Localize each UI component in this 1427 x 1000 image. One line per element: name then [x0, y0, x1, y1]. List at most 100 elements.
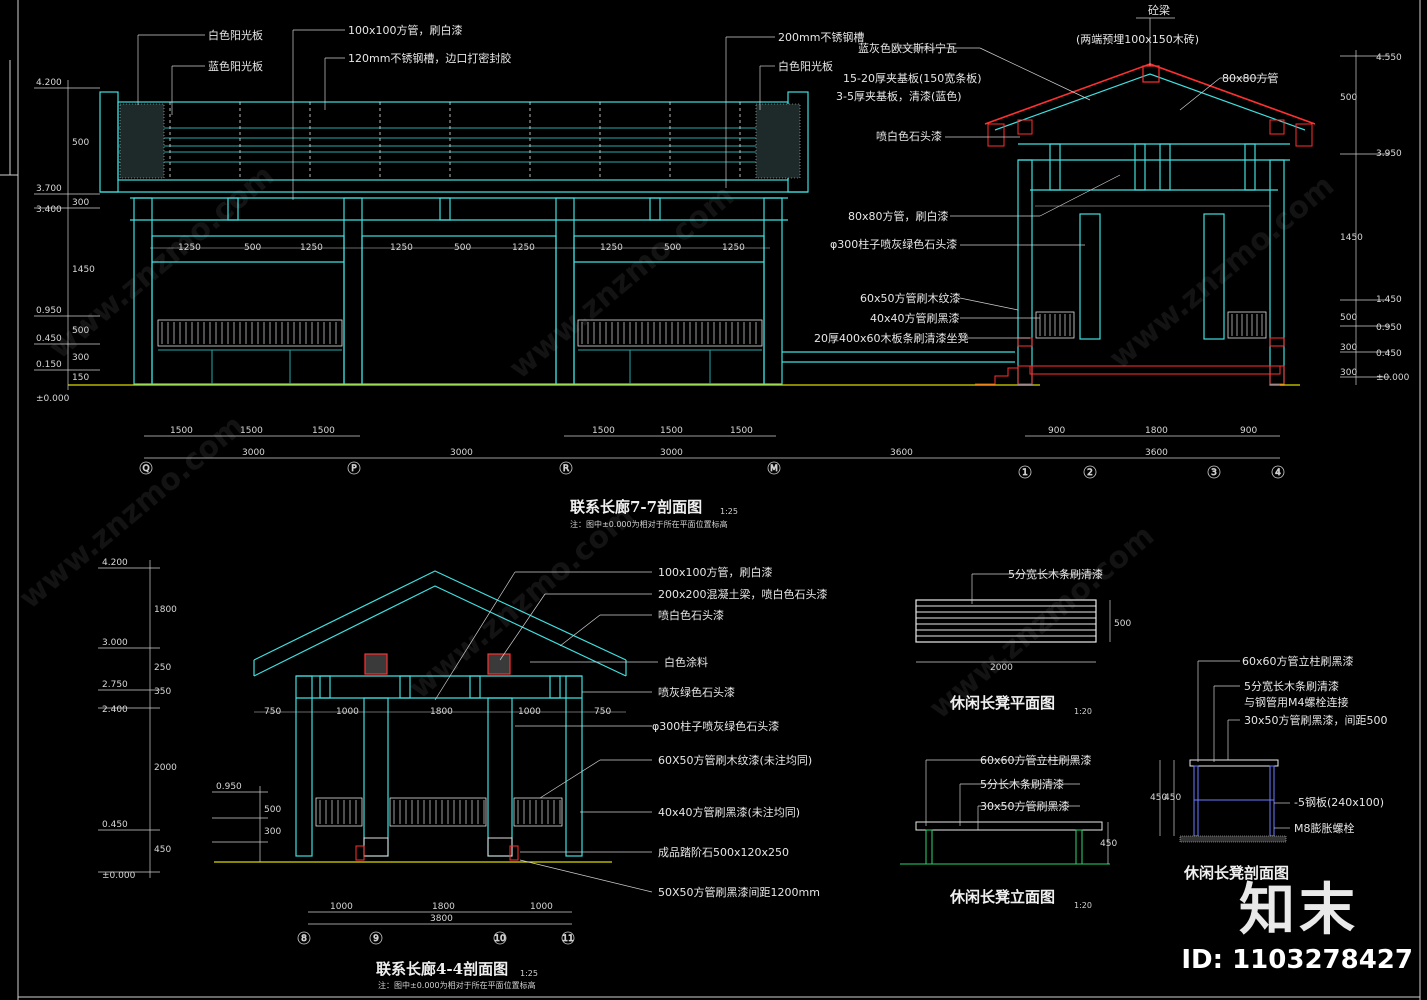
- svg-text:1250: 1250: [390, 243, 413, 253]
- svg-text:0.450: 0.450: [102, 820, 128, 830]
- bench-elevation: [900, 759, 1110, 865]
- svg-text:3.950: 3.950: [1376, 149, 1402, 159]
- svg-text:1000: 1000: [336, 707, 359, 717]
- svg-text:2.750: 2.750: [102, 680, 128, 690]
- label-column: φ300柱子喷灰绿色石头漆: [830, 237, 957, 251]
- svg-text:300: 300: [72, 353, 89, 363]
- svg-text:0.450: 0.450: [1376, 349, 1402, 359]
- svg-text:1:20: 1:20: [1074, 707, 1092, 716]
- level-7: ±0.000: [36, 394, 70, 404]
- svg-text:2.400: 2.400: [102, 705, 128, 715]
- label-bench-sec-2: 5分宽长木条刷清漆: [1244, 679, 1339, 693]
- label-4-4-40-tube: 40x40方管刷黑漆(未注均同): [658, 805, 800, 819]
- title-section-7-7: 联系长廊7-7剖面图: [570, 498, 702, 516]
- svg-text:3.000: 3.000: [102, 638, 128, 648]
- svg-text:500: 500: [1340, 313, 1357, 323]
- label-bench-elev-3: 30x50方管刷黑漆: [980, 799, 1070, 813]
- svg-text:1.450: 1.450: [1376, 295, 1402, 305]
- svg-text:1000: 1000: [330, 902, 353, 912]
- label-bench-elev-1: 60x60方管立柱刷黑漆: [980, 753, 1092, 767]
- label-bench-sec-6: M8膨胀螺栓: [1294, 821, 1355, 835]
- title-section-4-4: 联系长廊4-4剖面图: [376, 960, 508, 978]
- svg-text:1000: 1000: [530, 902, 553, 912]
- svg-text:500: 500: [454, 243, 471, 253]
- svg-text:1500: 1500: [660, 426, 683, 436]
- svg-text:3000: 3000: [242, 448, 265, 458]
- axis-marker: 9: [373, 934, 379, 944]
- svg-text:3600: 3600: [1145, 448, 1168, 458]
- level-2: 3.700: [36, 184, 62, 194]
- axis-marker: P: [351, 464, 357, 474]
- level-3: 3.400: [36, 205, 62, 215]
- svg-text:300: 300: [72, 198, 89, 208]
- svg-text:±0.000: ±0.000: [102, 871, 136, 881]
- section-4-4: [98, 560, 658, 925]
- svg-text:150: 150: [72, 373, 89, 383]
- label-80-tube: 80x80方管，刷白漆: [848, 209, 949, 223]
- label-bench-elev-2: 5分长木条刷清漆: [980, 777, 1064, 791]
- label-bench-plan: 5分宽长木条刷清漆: [1008, 567, 1103, 581]
- svg-text:500: 500: [72, 326, 89, 336]
- label-4-4-60-tube: 60X50方管刷木纹漆(未注均同): [658, 753, 812, 767]
- label-40-tube: 40x40方管刷黑漆: [870, 311, 960, 325]
- axis-marker: 10: [494, 934, 506, 944]
- label-white-sun-panel: 白色阳光板: [208, 28, 263, 42]
- label-beam-note: (两端预埋100x150木砖): [1076, 32, 1199, 46]
- label-4-4-column: φ300柱子喷灰绿色石头漆: [652, 719, 779, 733]
- svg-text:www.znzmo.com: www.znzmo.com: [1103, 168, 1341, 376]
- svg-text:300: 300: [1340, 368, 1357, 378]
- svg-text:500: 500: [244, 243, 261, 253]
- label-square-tube: 100x100方管，刷白漆: [348, 23, 463, 37]
- brand-logo: 知末: [1239, 878, 1359, 943]
- svg-text:www.znzmo.com: www.znzmo.com: [403, 498, 641, 706]
- label-bench-sec-3: 与钢管用M4螺栓连接: [1244, 695, 1349, 709]
- label-steel-channel: 120mm不锈钢槽，边口打密封胶: [348, 51, 511, 65]
- svg-text:±0.000: ±0.000: [1376, 373, 1410, 383]
- level-5: 0.450: [36, 334, 62, 344]
- svg-text:750: 750: [594, 707, 611, 717]
- svg-text:500: 500: [264, 805, 281, 815]
- id-text: ID: 1103278427: [1181, 945, 1413, 975]
- svg-text:4.550: 4.550: [1376, 53, 1402, 63]
- svg-text:750: 750: [264, 707, 281, 717]
- label-blue-sun-panel: 蓝色阳光板: [208, 59, 263, 73]
- label-4-4-beam: 200x200混凝土梁，喷白色石头漆: [658, 587, 828, 601]
- label-roof-tile: 蓝灰色欧文斯科宁瓦: [858, 41, 957, 55]
- label-bench-sec-5: -5钢板(240x100): [1294, 795, 1384, 809]
- note-section-4-4: 注：图中±0.000为相对于所在平面位置标高: [378, 980, 536, 990]
- svg-text:3000: 3000: [660, 448, 683, 458]
- axis-marker: Q: [142, 464, 149, 474]
- svg-text:2000: 2000: [154, 763, 177, 773]
- label-4-4-step: 成品踏阶石500x120x250: [658, 845, 789, 859]
- level-4: 0.950: [36, 306, 62, 316]
- svg-text:450: 450: [1150, 793, 1167, 803]
- svg-text:250: 250: [154, 663, 171, 673]
- axis-marker: 8: [301, 934, 307, 944]
- svg-text:1500: 1500: [312, 426, 335, 436]
- axis-marker: 4: [1275, 468, 1281, 478]
- label-4-4-50-tube: 50X50方管刷黑漆间距1200mm: [658, 885, 820, 899]
- svg-text:1:25: 1:25: [720, 507, 738, 516]
- svg-text:1500: 1500: [240, 426, 263, 436]
- svg-text:1:20: 1:20: [1074, 901, 1092, 910]
- label-base-board: 15-20厚夹基板(150宽条板): [843, 71, 982, 85]
- svg-text:300: 300: [264, 827, 281, 837]
- axis-marker: M: [770, 464, 778, 474]
- svg-text:450: 450: [1164, 793, 1181, 803]
- label-steel-channel-200: 200mm不锈钢槽: [778, 31, 864, 44]
- label-4-4-coating: 白色涂料: [664, 655, 708, 669]
- svg-text:300: 300: [1340, 343, 1357, 353]
- label-seat: 20厚400x60木板条刷清漆坐凳: [814, 331, 969, 345]
- title-bench-elev: 休闲长凳立面图: [949, 888, 1055, 906]
- svg-text:2000: 2000: [990, 663, 1013, 673]
- svg-text:450: 450: [1100, 839, 1117, 849]
- svg-text:1250: 1250: [300, 243, 323, 253]
- title-bench-section: 休闲长凳剖面图: [1183, 864, 1289, 882]
- label-bench-sec-4: 30x50方管刷黑漆，间距500: [1244, 713, 1388, 727]
- label-4-4-tube: 100x100方管，刷白漆: [658, 565, 773, 579]
- svg-text:1250: 1250: [722, 243, 745, 253]
- label-bench-sec-1: 60x60方管立柱刷黑漆: [1242, 654, 1354, 668]
- skylight-frame: [117, 101, 789, 181]
